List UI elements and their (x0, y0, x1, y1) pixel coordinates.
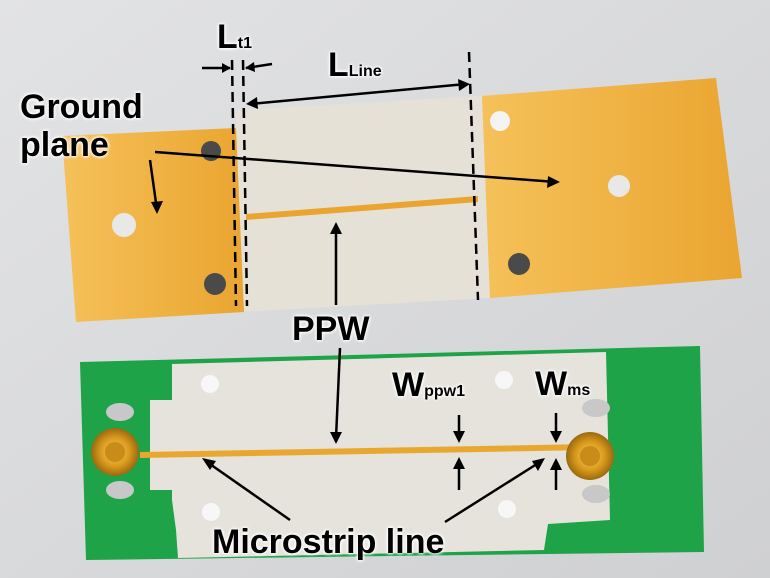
ground-plane-label-line1: Ground (20, 88, 143, 126)
hole (495, 371, 513, 389)
lline-label-main: L (328, 46, 349, 84)
wppw1-label: Wppw1 (392, 368, 465, 402)
left-pad (150, 400, 180, 490)
annotation-lines (148, 51, 562, 524)
left-ground-plane (62, 128, 244, 322)
microstrip-arrow-right (444, 460, 541, 524)
ppw-strip (246, 196, 478, 220)
dashed-line-left-outer (230, 59, 238, 307)
ground-plane-label-line2: plane (20, 126, 109, 164)
top-substrate (236, 96, 490, 312)
wms-label: Wms (535, 367, 590, 401)
wppw1-label-sub: ppw1 (424, 383, 465, 400)
lt1-label-main: L (217, 18, 238, 56)
ground-plane-label: Ground plane (20, 88, 143, 164)
top-board (62, 78, 742, 322)
microstrip-line-label: Microstrip line (212, 523, 445, 561)
via-pad (112, 213, 136, 237)
lline-label-sub: Line (348, 63, 382, 80)
via-pad (608, 175, 630, 197)
hole (202, 503, 220, 521)
right-sma-connector (566, 399, 614, 503)
bottom-board (80, 346, 704, 560)
left-sma-connector (91, 403, 139, 499)
hole (201, 375, 219, 393)
hole (498, 500, 516, 518)
dashed-line-left-inner (241, 59, 249, 307)
hole (201, 141, 221, 161)
ground-arrow-right (154, 150, 557, 184)
wms-label-sub: ms (567, 382, 591, 399)
lt1-label: Lt1 (217, 20, 252, 54)
wms-label-main: W (535, 365, 568, 403)
wppw1-label-main: W (392, 366, 425, 404)
hole (490, 111, 510, 131)
ppw-label: PPW (292, 310, 370, 348)
lline-arrow (249, 82, 467, 106)
microstrip-arrow-left (206, 460, 291, 522)
hole (204, 273, 226, 295)
lt1-label-sub: t1 (237, 35, 253, 52)
ppw-arrow-down (334, 347, 342, 439)
lline-label: LLine (328, 48, 382, 82)
microstrip-trace (140, 444, 590, 458)
hole (508, 253, 530, 275)
dashed-line-right (467, 51, 480, 301)
